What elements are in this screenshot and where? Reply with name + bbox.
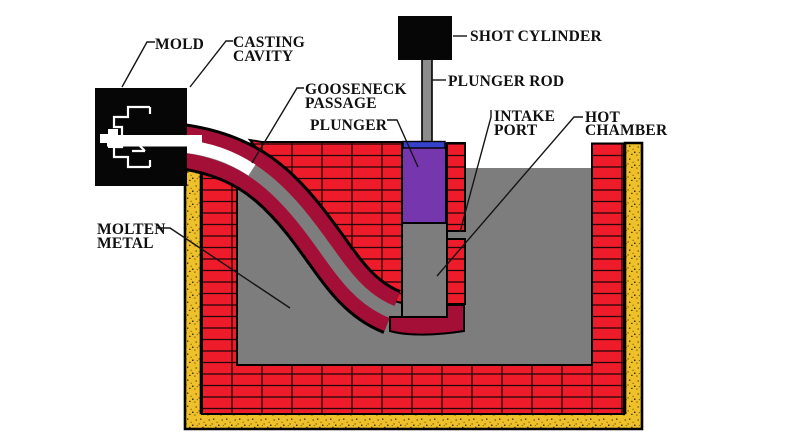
casting-cavity-outline [112, 105, 152, 169]
label-gooseneck-line1: GOOSENECK [305, 81, 407, 98]
label-casting-cavity-line2: CAVITY [233, 48, 293, 65]
leader-mold [121, 41, 155, 88]
label-intake-port-line1: INTAKE [494, 108, 555, 125]
hot-chamber-bore [401, 214, 448, 318]
leader-hot-chamber [436, 116, 583, 277]
leader-intake-port [459, 110, 492, 233]
label-hot-chamber-line1: HOT [585, 109, 621, 126]
leader-gooseneck-passage [251, 87, 304, 164]
label-plunger-rod: PLUNGER ROD [448, 73, 564, 90]
label-casting-cavity-line1: CASTING [233, 34, 305, 51]
gooseneck [174, 122, 465, 336]
leader-molten-metal [157, 227, 291, 309]
leader-plunger [387, 119, 419, 168]
nozzle [100, 129, 118, 148]
leader-lines [121, 35, 583, 309]
plunger-cylinder [398, 16, 466, 318]
leader-casting-cavity [189, 40, 233, 88]
label-shot-cylinder: SHOT CYLINDER [470, 28, 603, 45]
label-mold: MOLD [155, 36, 204, 53]
chamber-headspace [466, 140, 591, 168]
pool-outline [236, 143, 593, 366]
chamber-wall-upper [446, 142, 466, 232]
label-plunger: PLUNGER [310, 117, 388, 134]
label-hot-chamber-line2: CHAMBER [585, 122, 668, 139]
mold [95, 88, 202, 186]
label-molten-metal-line2: METAL [97, 235, 154, 252]
sprue-channel [107, 135, 202, 147]
shot-cylinder-block [398, 16, 452, 60]
labels: MOLD CASTING CAVITY GOOSENECK PASSAGE PL… [97, 28, 668, 252]
label-molten-metal-line1: MOLTEN [97, 221, 166, 238]
chamber-wall-lower [446, 238, 466, 305]
plunger-rod [421, 57, 433, 145]
gooseneck-channel-empty [182, 139, 256, 176]
label-intake-port-line2: PORT [494, 122, 538, 139]
plunger-cap [402, 140, 446, 149]
plunger-piston [401, 146, 447, 224]
label-gooseneck-line2: PASSAGE [305, 95, 377, 112]
